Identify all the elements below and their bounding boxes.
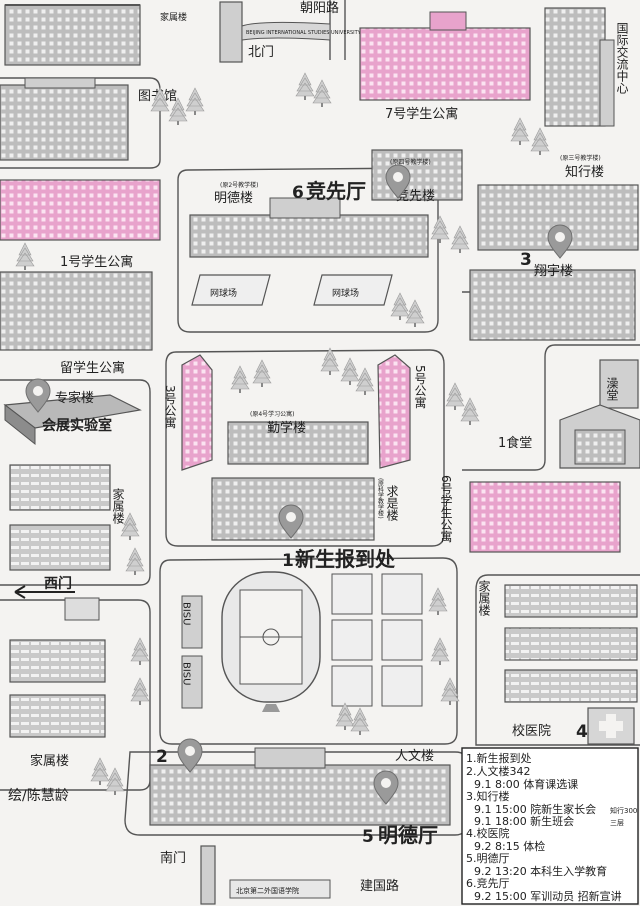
legend-item: 9.2 13:20 本科生入学教育 xyxy=(474,864,607,878)
renwen-label: 人文楼 xyxy=(395,749,434,764)
mingde-note: (原2号教学楼) xyxy=(220,181,259,189)
marker-2-number: 2 xyxy=(156,747,168,767)
family-housing-e-label: 家属楼 xyxy=(477,579,491,616)
bisu-stands xyxy=(181,595,203,709)
family-housing-w-label: 家属楼 xyxy=(111,487,125,524)
legend-item: 9.1 18:00 新生班会 xyxy=(474,814,574,828)
zhuanjia-label: 专家楼 xyxy=(55,390,94,406)
dorm6-label: 6号学生公寓 xyxy=(439,475,453,543)
south-gate[interactable] xyxy=(200,845,331,905)
sports-field xyxy=(221,571,321,712)
marker-1-number: 1 xyxy=(282,551,294,571)
intl-center-label: 国际交流中心 xyxy=(615,22,629,94)
foreign-student-dorm-building xyxy=(0,271,153,351)
dorm3-label: 3号公寓 xyxy=(163,385,177,429)
foreign-student-dorm-label: 留学生公寓 xyxy=(60,360,125,376)
bisu-label-2: BISU xyxy=(181,662,192,685)
family-housing-w-buildings xyxy=(9,464,111,571)
family-housing-nw-label: 家属楼 xyxy=(160,11,187,23)
artist-credit: 绘/陈慧龄 xyxy=(8,787,69,804)
legend-title: 4.校医院 xyxy=(466,826,510,840)
jingxian-note: (原四号教学楼) xyxy=(390,158,431,166)
zhixing-note: (原三号教学楼) xyxy=(560,154,601,162)
hospital-label: 校医院 xyxy=(512,723,551,739)
marker-5-number: 5 xyxy=(362,827,374,847)
legend-title: 2.人文楼342 xyxy=(466,764,531,778)
dorm3-building xyxy=(181,354,213,471)
legend-title: 6.竞先厅 xyxy=(466,876,510,890)
marker-3-number: 3 xyxy=(520,250,532,270)
qiushi-label: 求是楼 xyxy=(385,485,399,521)
basketball-courts xyxy=(331,573,423,707)
dorm5-building xyxy=(377,354,411,469)
marker-4-number: 4 xyxy=(576,722,588,742)
dorm5-label: 5号公寓 xyxy=(413,365,427,409)
mingde-building xyxy=(189,197,429,258)
mingde-label: 明德楼 xyxy=(214,191,253,206)
north-gate-sign: BEIJING INTERNATIONAL STUDIES UNIVERSITY xyxy=(246,30,362,36)
dorm7-label: 7号学生公寓 xyxy=(385,106,458,122)
north-gate-label: 北门 xyxy=(248,45,274,60)
dorm1-label: 1号学生公寓 xyxy=(60,254,133,270)
qiushi-note: (原科学教学楼) xyxy=(377,478,384,519)
tennis-court-right xyxy=(313,274,393,306)
hospital-building xyxy=(587,707,635,745)
canteen1-label: 1食堂 xyxy=(498,435,532,451)
dorm7-building xyxy=(359,11,531,101)
tennis-left-label: 网球场 xyxy=(210,287,237,299)
family-housing-sw-label: 家属楼 xyxy=(30,753,69,769)
south-gate-sign: 北京第二外国语学院 xyxy=(236,886,299,895)
legend-title: 1.新生报到处 xyxy=(466,751,532,765)
north-gate[interactable]: BEIJING INTERNATIONAL STUDIES UNIVERSITY xyxy=(219,1,362,63)
west-gate-label: 西门 xyxy=(44,575,72,592)
legend-item-note: 三层 xyxy=(610,819,624,827)
qinxue-building xyxy=(227,421,369,465)
west-gate[interactable] xyxy=(14,585,100,621)
marker-6-label: 竞先厅 xyxy=(306,179,366,203)
legend-item: 9.2 8:15 体检 xyxy=(474,839,545,853)
family-housing-e-buildings xyxy=(504,584,638,703)
legend-item: 9.2 15:00 军训动员 招新宣讲 xyxy=(474,889,622,903)
qinxue-label: 勤学楼 xyxy=(267,420,306,436)
bisu-label-1: BISU xyxy=(181,602,192,625)
canteen1-building xyxy=(559,404,640,469)
family-housing-sw-buildings xyxy=(9,639,106,738)
library-building xyxy=(0,77,129,161)
legend-item: 9.1 8:00 体育课选课 xyxy=(474,777,578,791)
south-road-label: 建国路 xyxy=(360,878,399,894)
marker-5-label: 明德厅 xyxy=(378,823,438,847)
renwen-building xyxy=(149,747,451,826)
bathhouse-building xyxy=(599,359,639,409)
legend-item: 9.1 15:00 院新生家长会 xyxy=(474,802,596,816)
bathhouse-label: 澡堂 xyxy=(605,377,619,401)
xiangyu-label: 翔宇楼 xyxy=(534,264,573,279)
tennis-court-left xyxy=(191,274,271,306)
south-gate-label: 南门 xyxy=(160,850,186,866)
exhibition-lab-label: 会展实验室 xyxy=(42,417,112,434)
xiangyu-building xyxy=(469,269,636,341)
dorm1-building xyxy=(0,179,161,241)
zhixing-label: 知行楼 xyxy=(565,164,604,180)
marker-1-label: 新生报到处 xyxy=(295,547,396,571)
qinxue-note: (原4号学习公寓) xyxy=(250,410,295,418)
marker-6-number: 6 xyxy=(292,183,304,203)
dorm6-building xyxy=(469,481,621,553)
intl-center-building xyxy=(544,7,615,127)
north-road-label: 朝阳路 xyxy=(300,0,339,16)
family-housing-nw-building xyxy=(4,4,141,66)
legend-title: 5.明德厅 xyxy=(466,851,510,865)
jingxian-label: 竞先楼 xyxy=(396,188,435,204)
legend-item-note: 知行300 xyxy=(610,806,637,815)
tennis-right-label: 网球场 xyxy=(332,287,359,299)
legend-title: 3.知行楼 xyxy=(466,789,510,803)
